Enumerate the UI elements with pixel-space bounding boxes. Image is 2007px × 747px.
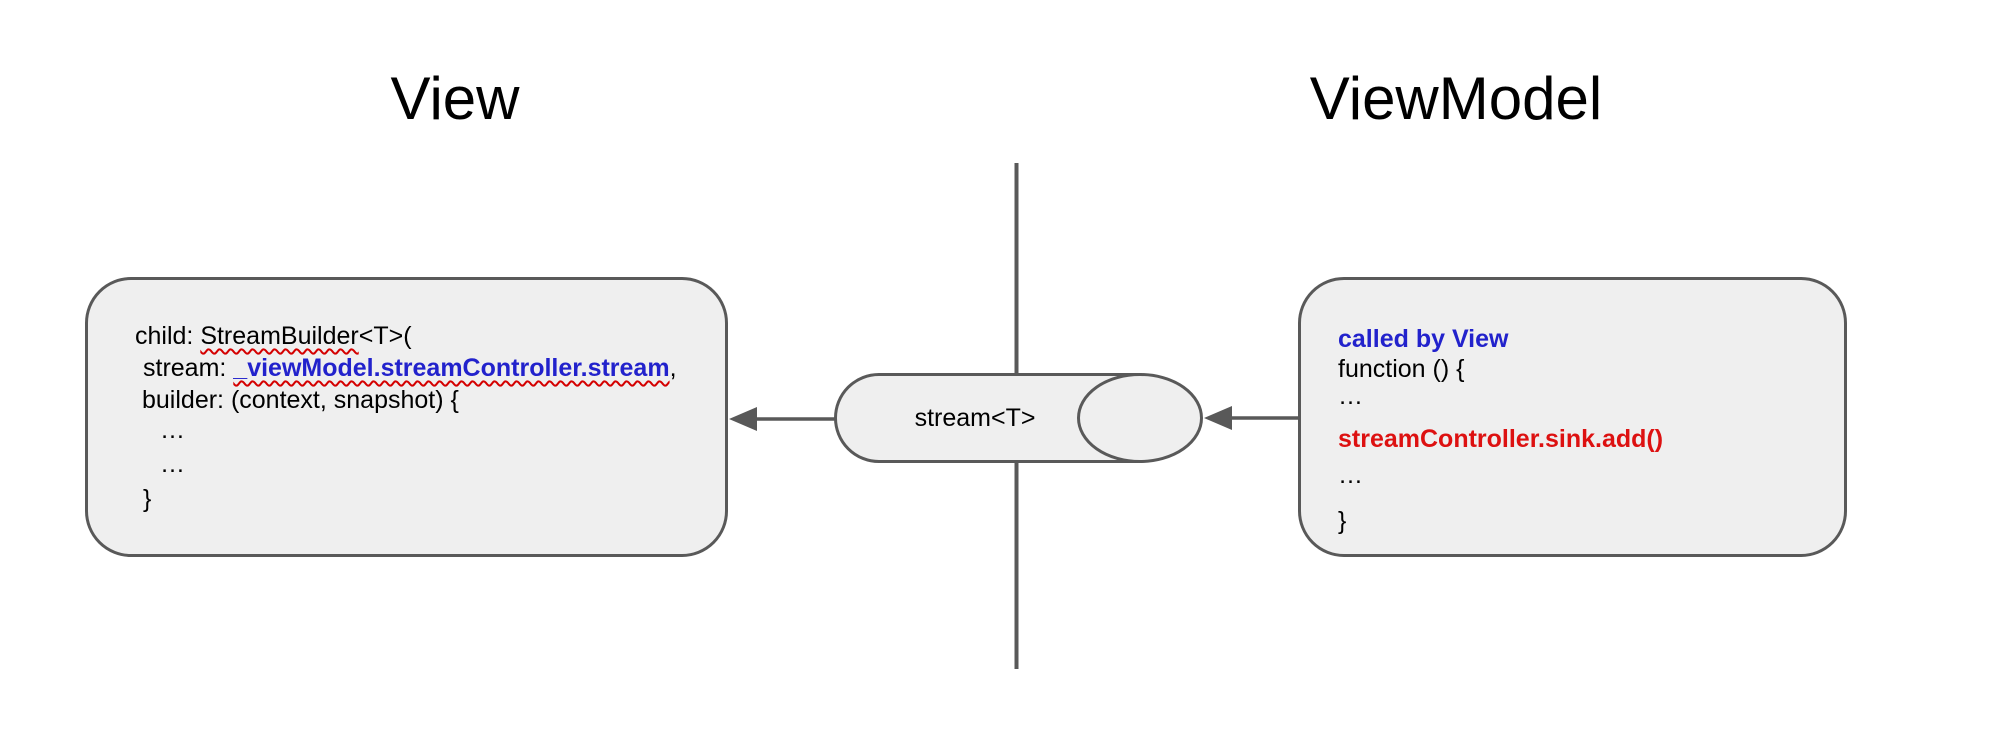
code-text: child: [135,322,201,350]
code-line: } [1338,507,1347,535]
code-line: … [1338,382,1363,410]
viewmodel-title: ViewModel [1309,65,1603,132]
viewmodel-code-box: called by View function () { … streamCon… [1298,277,1847,557]
misspelled-word: StreamBuilder [200,322,359,350]
code-text: stream: [143,354,234,382]
stream-reference-highlight: _viewModel.streamController.stream [233,354,670,382]
stream-pipe-label: stream<T> [914,404,1036,432]
code-line: stream: _viewModel.streamController.stre… [143,356,677,381]
stream-to-view-arrowhead-icon [729,407,757,431]
code-text: , [669,354,677,382]
view-code-box: child: StreamBuilder<T>( stream: _viewMo… [85,277,728,557]
viewmodel-to-stream-arrowhead-icon [1204,406,1232,430]
code-line: … [160,450,185,478]
code-line: builder: (context, snapshot) { [142,386,459,414]
called-by-view-label: called by View [1338,325,1509,353]
code-line: child: StreamBuilder<T>( [135,324,412,349]
view-title: View [390,65,520,132]
code-line: } [143,485,152,513]
code-text: <T>( [358,322,412,350]
code-line: function () { [1338,355,1465,383]
sink-add-highlight: streamController.sink.add() [1338,425,1664,453]
code-line: … [1338,461,1363,489]
code-line: … [160,416,185,444]
